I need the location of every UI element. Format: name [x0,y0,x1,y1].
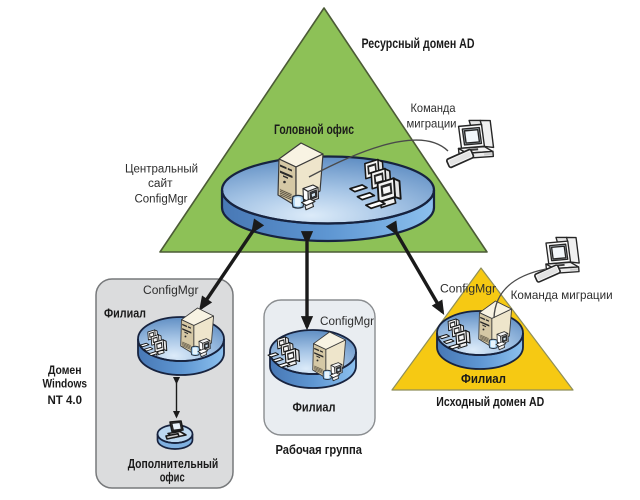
svg-text:ConfigMgr: ConfigMgr [440,282,496,296]
svg-text:ConfigMgr: ConfigMgr [143,283,199,297]
svg-text:офис: офис [160,471,185,485]
svg-text:Филиал: Филиал [104,307,146,321]
svg-text:ConfigMgr: ConfigMgr [135,194,188,206]
svg-text:сайт: сайт [148,178,173,190]
svg-text:Дополнительный: Дополнительный [128,457,219,471]
svg-text:Команда миграции: Команда миграции [511,288,613,302]
svg-text:Филиал: Филиал [461,371,506,386]
svg-text:Ресурсный домен AD: Ресурсный домен AD [362,35,475,51]
svg-text:NT 4.0: NT 4.0 [48,393,83,407]
svg-text:миграции: миграции [407,117,457,131]
svg-text:Центральный: Центральный [125,164,198,176]
svg-text:Исходный домен AD: Исходный домен AD [436,394,544,409]
svg-text:Windows: Windows [43,377,88,391]
svg-text:Филиал: Филиал [293,401,336,415]
svg-text:Команда: Команда [411,101,456,115]
svg-text:Домен: Домен [48,363,82,377]
svg-text:Головной офис: Головной офис [274,122,354,137]
svg-text:ConfigMgr: ConfigMgr [320,314,374,328]
svg-text:Рабочая группа: Рабочая группа [276,442,363,457]
